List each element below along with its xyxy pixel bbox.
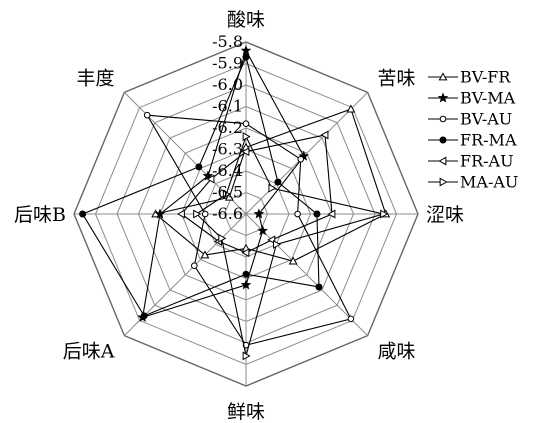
data-point [380,209,389,219]
data-point [140,312,148,320]
series-fr-ma [79,53,323,320]
data-point [242,270,250,278]
data-point [253,208,265,219]
r-tick-label: -6.1 [212,97,243,116]
axis-spoke [245,92,368,215]
data-point [193,209,202,219]
legend-item: FR-MA [428,131,517,150]
axis-label: 鲜味 [227,401,265,423]
r-tick-label: -6.5 [212,183,243,202]
legend-item: FR-AU [428,152,514,171]
data-point [242,351,251,361]
legend-label: BV-FR [460,68,511,87]
data-point [206,174,215,184]
legend-label: BV-MA [460,89,516,108]
r-tick-label: -6.3 [212,140,243,159]
data-point [218,233,227,243]
data-point [268,183,277,193]
legend-item: BV-FR [428,68,511,87]
legend-label: FR-MA [460,131,517,150]
data-point [240,279,252,290]
legend-item: BV-MA [428,89,516,108]
data-point [294,210,301,218]
data-point [327,209,336,219]
radial-tick-labels: -5.8 -5.9 -6.0 -6.1 -6.2 -6.3 -6.4 -6.5 -6.6 [212,32,243,223]
data-point [242,53,250,61]
data-point [347,315,355,323]
legend-item: MA-AU [428,173,518,192]
legend-marker [438,72,448,81]
axis-label: 酸味 [227,9,265,31]
axis-spoke [245,213,368,336]
legend-label: MA-AU [460,173,518,192]
data-point [346,104,356,113]
data-point [241,248,250,258]
r-tick-label: -6.0 [212,75,243,94]
r-tick-label: -6.2 [212,118,243,137]
legend-marker [438,156,447,166]
legend-marker [439,177,448,187]
series-ma-au [193,132,389,361]
data-point [176,209,185,219]
data-point [274,178,282,186]
legend-label: FR-AU [460,152,514,171]
axis-label: 丰度 [76,67,114,89]
data-point [201,210,209,218]
data-point [273,239,282,249]
data-point [202,170,214,181]
axis-label: 涩味 [426,204,464,226]
series-fr-au [176,130,336,258]
data-point [257,225,269,236]
data-point [313,210,321,218]
data-point [297,155,305,163]
legend-label: BV-AU [460,110,512,129]
data-point [315,283,323,291]
legend-marker [437,92,449,103]
data-point [200,250,210,259]
data-point [320,130,329,140]
legend-marker [439,136,447,144]
data-point [79,210,87,218]
legend: BV-FR BV-MA BV-AU FR-MA FR-AU MA-AU [428,68,518,192]
data-point [242,132,251,142]
axis-label: 苦味 [378,67,416,89]
r-tick-label: -5.9 [212,54,243,73]
legend-item: BV-AU [428,110,512,129]
radar-axes [74,42,418,386]
data-point [143,111,151,119]
data-point [242,120,250,127]
data-point [240,45,252,56]
data-point [154,208,166,219]
axis-label: 后味B [14,204,66,226]
data-point [241,147,250,157]
data-point [191,262,198,269]
series-bv-au [143,111,355,349]
data-point [224,192,234,201]
axis-label: 后味A [63,341,115,363]
r-tick-label: -6.4 [212,161,243,180]
data-point [288,256,298,265]
series-line [81,55,320,317]
legend-marker [439,115,447,123]
r-tick-label: -6.6 [212,204,243,223]
radar-series [79,45,391,361]
data-point [222,189,231,199]
data-point [195,163,203,171]
r-tick-label: -5.8 [212,32,243,51]
axis-label: 咸味 [378,341,416,363]
